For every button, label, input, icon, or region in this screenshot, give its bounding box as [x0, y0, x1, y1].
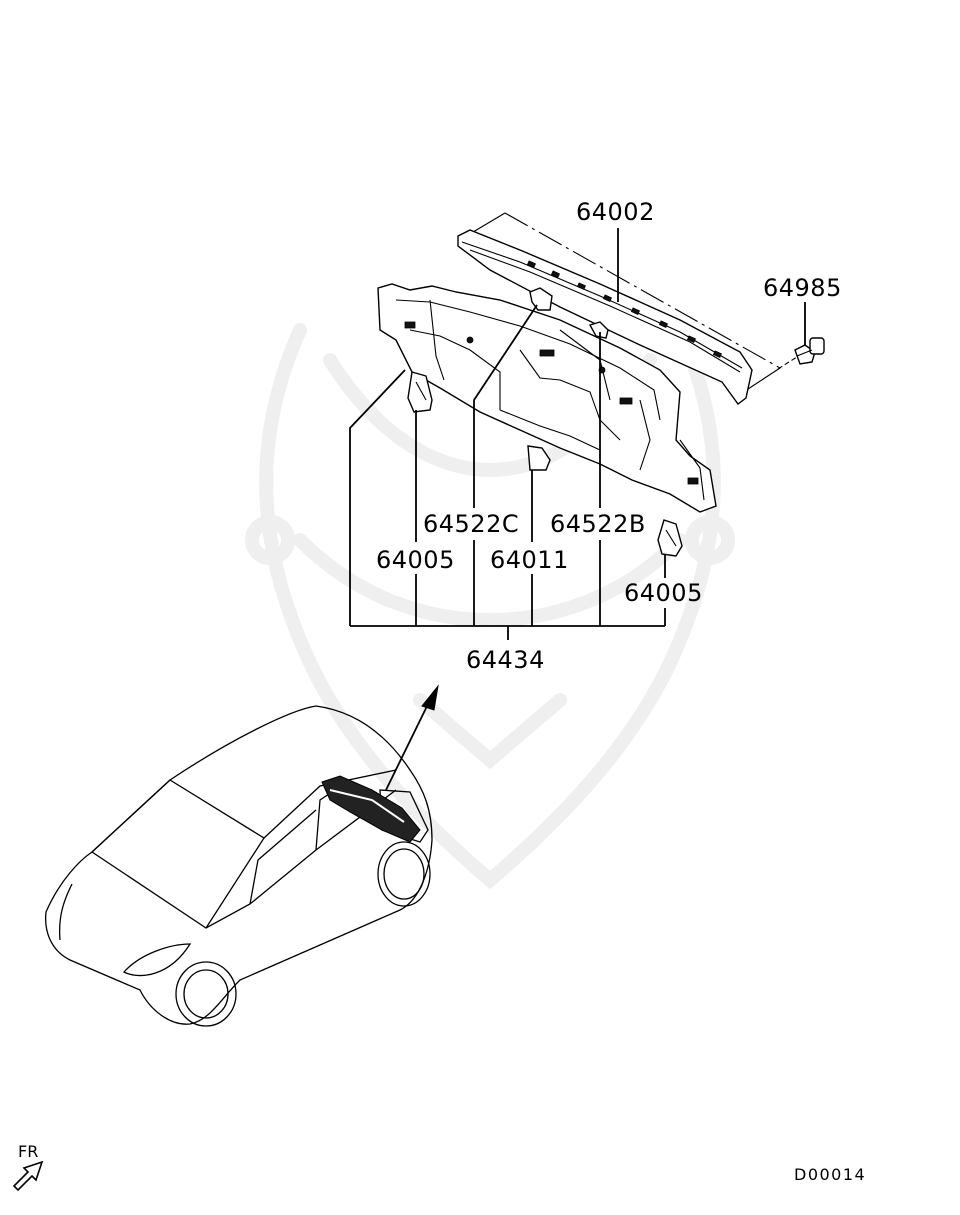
bracket-64522C	[529, 287, 553, 311]
callout-64434: 64434	[466, 646, 545, 674]
vehicle-outline	[44, 705, 433, 1027]
front-direction-indicator: FR	[12, 1142, 44, 1192]
bracket-64011	[527, 445, 551, 471]
watermark-emblem	[245, 323, 735, 890]
rear-panel-part	[377, 283, 717, 513]
callout-64522C: 64522C	[423, 510, 519, 538]
callout-64522B: 64522B	[550, 510, 646, 538]
diagram-code: D00014	[794, 1165, 866, 1184]
bracket-64005-left	[407, 371, 433, 413]
roof-rail-part	[457, 229, 753, 405]
callout-64985: 64985	[763, 274, 842, 302]
callout-64005-right: 64005	[624, 579, 703, 607]
callout-64011: 64011	[490, 546, 569, 574]
front-direction-arrow-icon	[12, 1160, 44, 1192]
bracket-64522B	[588, 321, 609, 339]
callout-64005-left: 64005	[376, 546, 455, 574]
callout-64002: 64002	[576, 198, 655, 226]
leader-lines	[349, 228, 806, 640]
front-direction-label: FR	[18, 1142, 38, 1161]
location-arrow	[385, 684, 439, 791]
clip-part	[794, 337, 825, 365]
bracket-64005-right	[657, 519, 683, 557]
callout-labels: 64002 64985 64522C 64522B 64005 64011 64…	[376, 198, 842, 674]
